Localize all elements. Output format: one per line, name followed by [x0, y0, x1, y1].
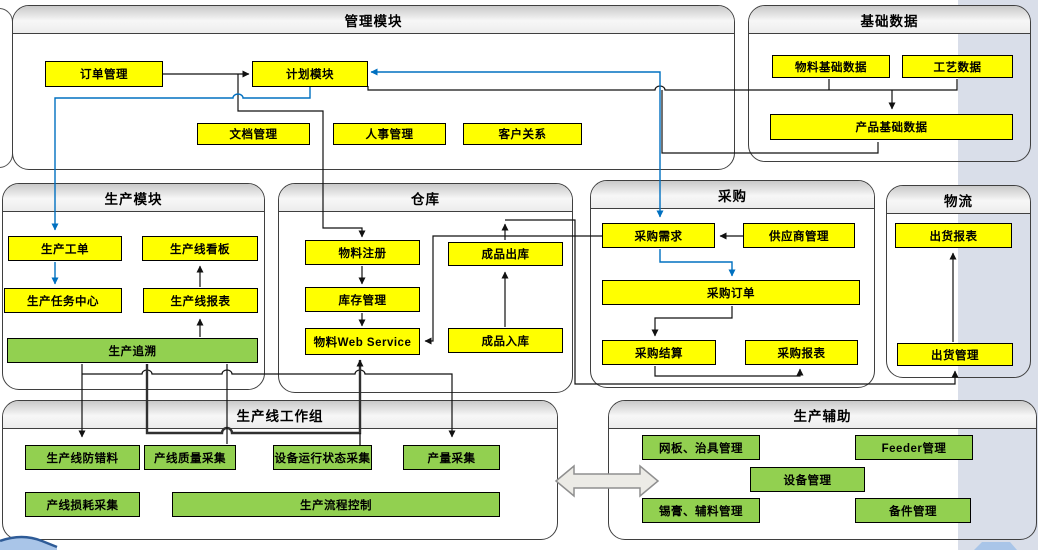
box-material-basic-data: 物料基础数据 — [772, 55, 890, 78]
container-production-aux-title: 生产辅助 — [793, 408, 852, 424]
box-purchase-report: 采购报表 — [745, 340, 858, 365]
box-production-trace: 生产追溯 — [7, 338, 258, 363]
container-production-aux-header: 生产辅助 — [609, 401, 1036, 429]
box-equipment-management: 设备管理 — [750, 467, 865, 492]
container-warehouse-title: 仓库 — [411, 191, 440, 207]
container-logistics-header: 物流 — [887, 186, 1030, 214]
box-purchase-demand: 采购需求 — [602, 223, 715, 248]
box-order-management: 订单管理 — [45, 61, 163, 87]
box-plan-module: 计划模块 — [252, 61, 368, 87]
container-production-aux: 生产辅助 — [608, 400, 1037, 540]
box-customer-relations: 客户关系 — [463, 123, 582, 145]
container-production-header: 生产模块 — [3, 184, 264, 212]
container-management-header: 管理模块 — [13, 6, 734, 34]
container-line-workgroup-header: 生产线工作组 — [3, 401, 557, 429]
box-line-report: 生产线报表 — [143, 288, 258, 313]
container-management-title: 管理模块 — [344, 13, 403, 29]
box-purchase-order: 采购订单 — [602, 280, 860, 305]
box-production-workorder: 生产工单 — [8, 236, 122, 261]
container-basic-data-title: 基础数据 — [860, 13, 919, 29]
box-spareparts-management: 备件管理 — [855, 498, 971, 523]
box-shipping-management: 出货管理 — [897, 343, 1013, 366]
box-process-control: 生产流程控制 — [172, 492, 500, 517]
container-basic-data: 基础数据 — [748, 5, 1031, 162]
container-line-workgroup-title: 生产线工作组 — [236, 408, 324, 424]
box-process-data: 工艺数据 — [902, 55, 1013, 78]
box-shipping-report: 出货报表 — [895, 223, 1012, 248]
box-solder-aux-material: 锡膏、辅料管理 — [642, 498, 760, 523]
box-inventory-management: 库存管理 — [305, 287, 420, 312]
box-purchase-settlement: 采购结算 — [602, 340, 716, 365]
box-line-kanban: 生产线看板 — [142, 236, 258, 261]
box-hr-management: 人事管理 — [333, 123, 446, 145]
container-production-title: 生产模块 — [104, 191, 163, 207]
box-line-loss: 产线损耗采集 — [25, 492, 140, 517]
container-line-workgroup: 生产线工作组 — [2, 400, 558, 540]
container-purchasing-title: 采购 — [718, 188, 747, 204]
box-task-center: 生产任务中心 — [4, 288, 122, 313]
box-line-antierror: 生产线防错料 — [25, 445, 140, 470]
box-output-collection: 产量采集 — [403, 445, 500, 470]
box-line-quality: 产线质量采集 — [144, 445, 236, 470]
box-finished-outbound: 成品出库 — [448, 242, 563, 266]
box-material-web-service: 物料Web Service — [305, 328, 420, 355]
box-finished-inbound: 成品入库 — [448, 328, 563, 353]
box-supplier-management: 供应商管理 — [743, 223, 855, 248]
box-stencil-fixture: 网板、治具管理 — [642, 435, 760, 460]
container-logistics-title: 物流 — [944, 193, 973, 209]
box-material-register: 物料注册 — [305, 240, 420, 265]
box-equipment-status: 设备运行状态采集 — [273, 445, 372, 470]
container-basic-data-header: 基础数据 — [749, 6, 1030, 34]
box-feeder-management: Feeder管理 — [855, 435, 973, 460]
container-warehouse-header: 仓库 — [279, 184, 572, 212]
container-management: 管理模块 — [12, 5, 735, 170]
container-purchasing-header: 采购 — [591, 181, 874, 209]
box-document-management: 文档管理 — [197, 123, 310, 145]
box-product-basic-data: 产品基础数据 — [770, 114, 1013, 140]
